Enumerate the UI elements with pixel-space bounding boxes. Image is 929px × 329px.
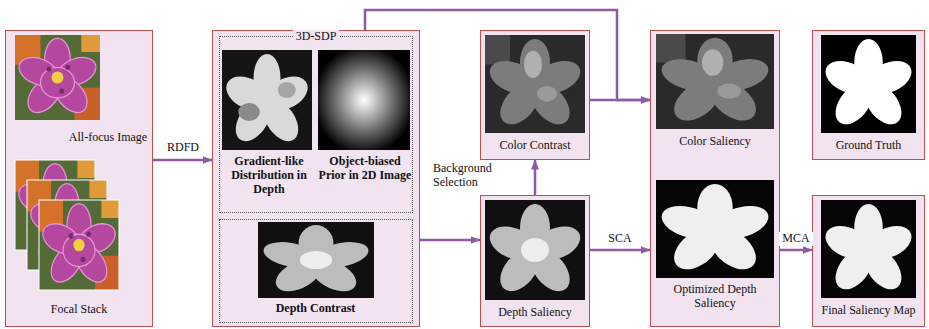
optimized-depth-map — [656, 180, 774, 278]
edge-label: Background Selection — [431, 162, 527, 190]
label-slot: MCA — [779, 232, 813, 246]
node-label: Color Contrast — [481, 139, 589, 153]
all-focus-photo — [15, 35, 100, 120]
node-label: Depth Contrast — [220, 302, 411, 316]
node-label: Gradient-like Distribution in Depth — [222, 155, 316, 196]
text-slot: Depth Saliency — [481, 306, 589, 320]
node-label: Final Saliency Map — [813, 304, 924, 318]
focal-slice — [27, 180, 107, 270]
edge-label: MCA — [779, 232, 813, 246]
slice-frame — [15, 160, 95, 250]
output-box: Final Saliency Map — [812, 195, 925, 327]
saliency-panel: Color SaliencyOptimized Depth Saliency — [650, 30, 780, 327]
depth-gradient-map — [222, 50, 312, 150]
flow-arrow — [153, 159, 212, 162]
input-panel: All-focus ImageFocal Stack — [5, 30, 153, 327]
node-label: Optimized Depth Saliency — [655, 283, 775, 311]
reference-box: Ground Truth — [812, 30, 925, 160]
text-slot: Focal Stack — [6, 303, 152, 317]
ground-truth-map — [821, 35, 916, 133]
label-slot: SCA — [600, 232, 640, 246]
text-slot: Ground Truth — [813, 139, 924, 153]
flow-arrow — [590, 99, 650, 102]
node-label: Ground Truth — [813, 139, 924, 153]
text-slot: Object-biased Prior in 2D Image — [318, 155, 412, 183]
depth-contrast-map — [258, 222, 374, 298]
text-slot: Gradient-like Distribution in Depth — [222, 155, 316, 196]
flow-arrow — [590, 249, 650, 252]
process-box: Color Contrast — [480, 30, 590, 160]
final-saliency-map — [821, 200, 916, 298]
text-slot: Color Contrast — [481, 139, 589, 153]
text-slot: Final Saliency Map — [813, 304, 924, 318]
text-slot: All-focus Image — [64, 131, 152, 145]
text-slot: 3D-SDP — [257, 30, 375, 44]
label-slot: Background Selection — [431, 162, 527, 190]
center-prior-map — [318, 50, 410, 150]
focal-stack-photos — [15, 160, 119, 290]
node-label: Object-biased Prior in 2D Image — [318, 155, 412, 183]
node-label: Color Saliency — [651, 135, 779, 149]
prior-panel: 3D-SDPGradient-like Distribution in Dept… — [212, 30, 420, 327]
node-label: All-focus Image — [64, 131, 152, 145]
depth-saliency-map — [485, 200, 585, 300]
node-label: Depth Saliency — [481, 306, 589, 320]
color-contrast-map — [485, 35, 585, 133]
text-slot: Color Saliency — [651, 135, 779, 149]
edge-label: SCA — [600, 232, 640, 246]
flow-arrow — [780, 249, 812, 252]
slice-frame — [39, 200, 119, 290]
flow-arrow — [420, 239, 480, 242]
slice-frame — [27, 180, 107, 270]
focal-slice — [39, 200, 119, 290]
node-label: Focal Stack — [6, 303, 152, 317]
prior-group: Gradient-like Distribution in DepthObjec… — [219, 36, 413, 213]
title-holder: 3D-SDP — [257, 30, 375, 44]
flow-arrow — [534, 160, 537, 195]
text-slot: Optimized Depth Saliency — [655, 283, 775, 311]
focal-slice — [15, 160, 95, 250]
group-title: 3D-SDP — [293, 30, 340, 44]
contrast-group: Depth Contrast — [219, 219, 413, 323]
process-box: Depth Saliency — [480, 195, 590, 327]
label-slot: RDFD — [158, 141, 208, 155]
edge-label: RDFD — [158, 141, 208, 155]
text-slot: Depth Contrast — [220, 302, 411, 316]
color-saliency-map — [656, 34, 774, 129]
